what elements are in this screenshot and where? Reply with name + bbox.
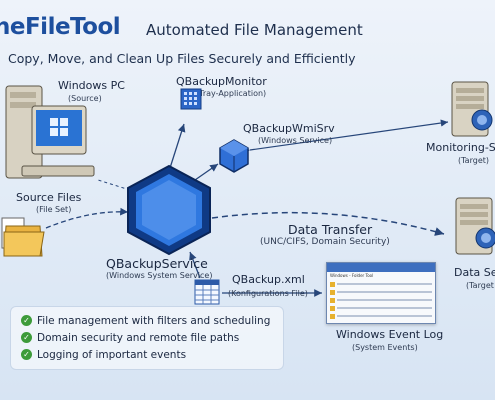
monitor-sub: (Tray-Application) xyxy=(196,89,267,98)
wmisrv-label: QBackupWmiSrv xyxy=(243,122,335,135)
page-subtitle: Copy, Move, and Clean Up Files Securely … xyxy=(8,51,356,66)
monitoring-server-label: Monitoring-Se xyxy=(426,141,495,154)
table-row xyxy=(330,313,432,319)
service-label: QBackupService xyxy=(106,256,208,271)
service-cube-icon xyxy=(127,164,211,256)
event-log-titlebar xyxy=(327,263,435,272)
transfer-label: Data Transfer xyxy=(288,222,373,237)
xml-file-icon xyxy=(194,279,220,305)
data-server-sub: (Target xyxy=(466,281,494,290)
event-log-window-title: Windows - Folder Tool xyxy=(330,273,374,278)
eventlog-sub: (System Events) xyxy=(352,343,418,352)
xml-label: QBackup.xml xyxy=(232,273,305,286)
warning-icon xyxy=(330,305,335,311)
list-item: ✓ Logging of important events xyxy=(21,349,186,361)
folder-icon xyxy=(1,217,45,257)
feature-list: ✓ File management with filters and sched… xyxy=(10,306,284,370)
table-row xyxy=(330,289,432,295)
windows-pc-sub: (Source) xyxy=(68,94,102,103)
warning-icon xyxy=(330,297,335,303)
event-log-rows xyxy=(330,281,432,319)
brand-title: neFileTool xyxy=(0,14,121,40)
windows-pc-icon xyxy=(5,85,95,179)
wmisrv-sub: (Windows Service) xyxy=(258,136,333,145)
check-icon: ✓ xyxy=(21,332,32,343)
monitoring-server-icon xyxy=(451,81,493,137)
event-log-window: Windows - Folder Tool xyxy=(326,262,436,324)
arrow-data-transfer xyxy=(211,211,445,236)
page-title: Automated File Management xyxy=(146,21,363,39)
warning-icon xyxy=(330,289,335,295)
warning-icon xyxy=(330,281,335,287)
check-icon: ✓ xyxy=(21,349,32,360)
wmisrv-cube-icon xyxy=(219,139,249,173)
monitoring-server-sub: (Target) xyxy=(458,156,489,165)
arrow-service-wmisrv xyxy=(194,163,219,181)
data-server-label: Data Se xyxy=(454,266,495,279)
arrow-xml-service xyxy=(189,251,201,279)
service-sub: (Windows System Service) xyxy=(106,271,213,280)
windows-pc-label: Windows PC xyxy=(58,79,125,92)
table-row xyxy=(330,297,432,303)
list-item: ✓ Domain security and remote file paths xyxy=(21,332,239,344)
xml-sub: (Konfigurations File) xyxy=(228,289,308,298)
monitor-label: QBackupMonitor xyxy=(176,75,267,88)
arrow-service-monitor xyxy=(169,123,186,169)
list-item: ✓ File management with filters and sched… xyxy=(21,315,270,327)
data-server-icon xyxy=(455,197,495,255)
arrow-wmisrv-monitoring xyxy=(242,119,449,155)
eventlog-label: Windows Event Log xyxy=(336,328,444,341)
warning-icon xyxy=(330,313,335,319)
table-row xyxy=(330,305,432,311)
source-files-sub: (File Set) xyxy=(36,205,72,214)
arrow-files-service xyxy=(45,207,129,229)
table-row xyxy=(330,281,432,287)
transfer-sub: (UNC/CIFS, Domain Security) xyxy=(260,237,390,247)
check-icon: ✓ xyxy=(21,315,32,326)
source-files-label: Source Files xyxy=(16,191,82,204)
tray-app-icon xyxy=(180,88,202,110)
